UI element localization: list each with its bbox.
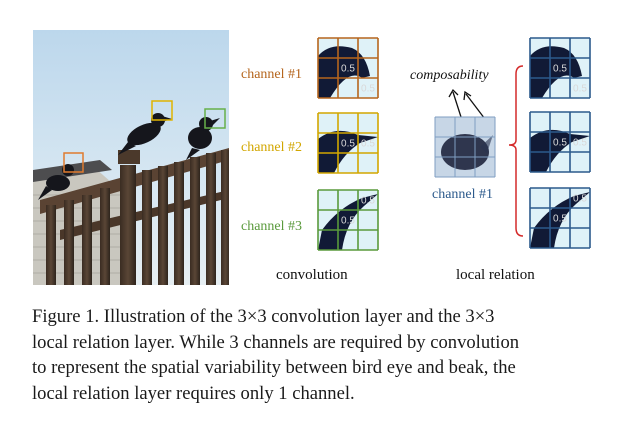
- kernel-weight-label: 0.5: [341, 139, 355, 150]
- local-relation-channel-label: channel #1: [432, 187, 493, 202]
- kernel-weight-label: 0.5: [553, 64, 567, 75]
- kernel-weight-label: 0.5: [341, 216, 355, 227]
- conv-kernel-3: 0.5 0.5: [317, 189, 379, 251]
- local-relation-input-patch: [434, 116, 496, 178]
- kernel-weight-label: 0.5: [553, 138, 567, 149]
- local-relation-label: local relation: [456, 267, 535, 283]
- caption-line-3: to represent the spatial variability bet…: [32, 357, 516, 378]
- bird-head-silhouette: [318, 46, 370, 98]
- bird-head-silhouette: [530, 46, 582, 98]
- bird-photo: [33, 30, 229, 285]
- kernel-weight-label: 0.5: [361, 196, 375, 207]
- convolution-label: convolution: [276, 267, 348, 283]
- figure-caption: Figure 1. Illustration of the 3×3 convol…: [32, 304, 604, 406]
- aggregation-bracket: [508, 65, 524, 237]
- conv-kernel-2: 0.5 0.5: [317, 112, 379, 174]
- local-relation-outputs: 0.5 0.5 0.5 0.5 0.5 0.5: [529, 37, 591, 249]
- bird-head-silhouette: [318, 194, 378, 250]
- kernel-weight-label: 0.5: [361, 84, 375, 95]
- local-relation-kernel-1: 0.5 0.5: [529, 37, 591, 99]
- kernel-weight-label: 0.5: [573, 138, 587, 149]
- conv-channel-3-label: channel #3: [241, 219, 302, 234]
- bird-head-silhouette: [318, 130, 378, 173]
- conv-kernel-1: 0.5 0.5: [317, 37, 379, 99]
- convolution-kernels: 0.5 0.5 0.5 0.5 0.5 0.5: [317, 37, 379, 251]
- caption-line-2: local relation layer. While 3 channels a…: [32, 331, 520, 353]
- bird-head-silhouette: [530, 129, 590, 172]
- local-relation-kernel-2: 0.5 0.5: [529, 111, 591, 173]
- kernel-weight-label: 0.5: [341, 64, 355, 75]
- kernel-weight-label: 0.5: [553, 214, 567, 225]
- kernel-weight-label: 0.5: [361, 139, 375, 150]
- blurred-bird-head: [441, 134, 489, 170]
- figure: channel #1 channel #2 channel #3 0.50.50…: [33, 30, 591, 285]
- conv-channel-2-label: channel #2: [241, 140, 302, 155]
- kernel-weight-label: 0.5: [573, 194, 587, 205]
- caption-line-1: Figure 1. Illustration of the 3×3 convol…: [32, 306, 495, 327]
- kernel-weight-label: 0.5: [573, 84, 587, 95]
- bird-head-silhouette: [530, 192, 590, 248]
- local-relation-kernel-3: 0.5 0.5: [529, 187, 591, 249]
- composability-label: composability: [410, 68, 489, 83]
- caption-line-4: local relation layer requires only 1 cha…: [32, 382, 355, 404]
- conv-channel-1-label: channel #1: [241, 67, 302, 82]
